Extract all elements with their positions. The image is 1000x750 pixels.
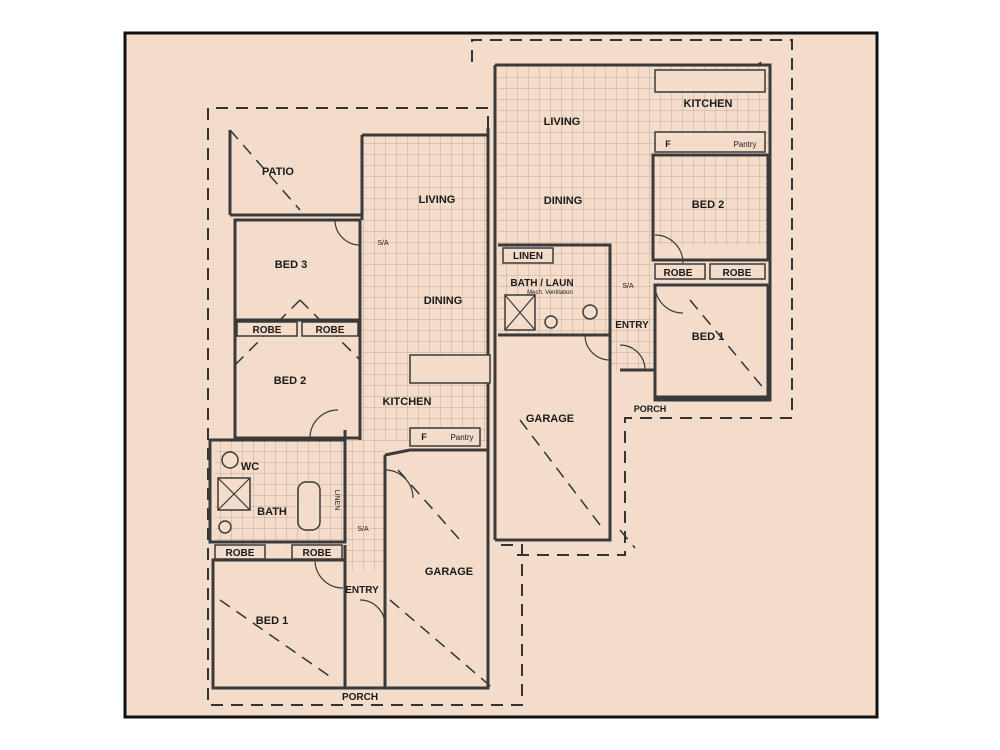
door-swings (309, 219, 684, 626)
room-label-wc: WC (241, 461, 259, 473)
room-label-bath-laundry: BATH / LAUN (510, 278, 573, 289)
porch-label: PORCH (342, 692, 378, 703)
room-label-bed-3: BED 3 (275, 259, 307, 271)
robe-label: ROBE (253, 325, 282, 336)
robe-label: ROBE (664, 268, 693, 279)
room-label-living: LIVING (419, 194, 456, 206)
room-label-garage: GARAGE (526, 413, 574, 425)
smoke-alarm-label: S/A (357, 526, 369, 533)
linen-label: LINEN (333, 490, 340, 511)
room-label-entry: ENTRY (345, 585, 379, 596)
room-label-dining: DINING (544, 195, 583, 207)
walls-unit-b (493, 63, 772, 542)
robe-label: ROBE (316, 325, 345, 336)
room-label-bed-2: BED 2 (274, 375, 306, 387)
room-label-bed-2: BED 2 (692, 199, 724, 211)
room-label-kitchen: KITCHEN (684, 98, 733, 110)
pantry-label: Pantry (450, 433, 473, 442)
fridge-label: F (421, 432, 427, 442)
linen-label: LINEN (513, 251, 543, 262)
roof-outline (207, 39, 793, 706)
robe-label: ROBE (226, 548, 255, 559)
shower-marks (217, 294, 536, 511)
room-label-garage: GARAGE (425, 566, 473, 578)
room-label-entry: ENTRY (615, 320, 649, 331)
tiled-floor (215, 65, 770, 570)
room-label-dining: DINING (424, 295, 463, 307)
room-label-bed-1: BED 1 (692, 331, 724, 343)
room-label-bath: BATH (257, 506, 287, 518)
robe-label: ROBE (303, 548, 332, 559)
room-label-living: LIVING (544, 116, 581, 128)
walls-unit-a (208, 128, 490, 690)
room-label-patio: PATIO (262, 166, 294, 178)
room-label-bed-1: BED 1 (256, 615, 288, 627)
room-label-kitchen: KITCHEN (383, 396, 432, 408)
fridge-label: F (665, 139, 671, 149)
pantry-label: Pantry (733, 140, 756, 149)
ventilation-note: Mech. Ventilation (527, 290, 573, 296)
unit-b-labels: LIVING DINING KITCHEN Pantry F BED 2 BED… (510, 98, 756, 425)
porch-label: PORCH (634, 404, 667, 414)
robe-label: ROBE (723, 268, 752, 279)
smoke-alarm-label: S/A (622, 283, 634, 290)
smoke-alarm-label: S/A (377, 240, 389, 247)
unit-a-labels: PATIO LIVING DINING KITCHEN Pantry F BED… (226, 166, 474, 703)
